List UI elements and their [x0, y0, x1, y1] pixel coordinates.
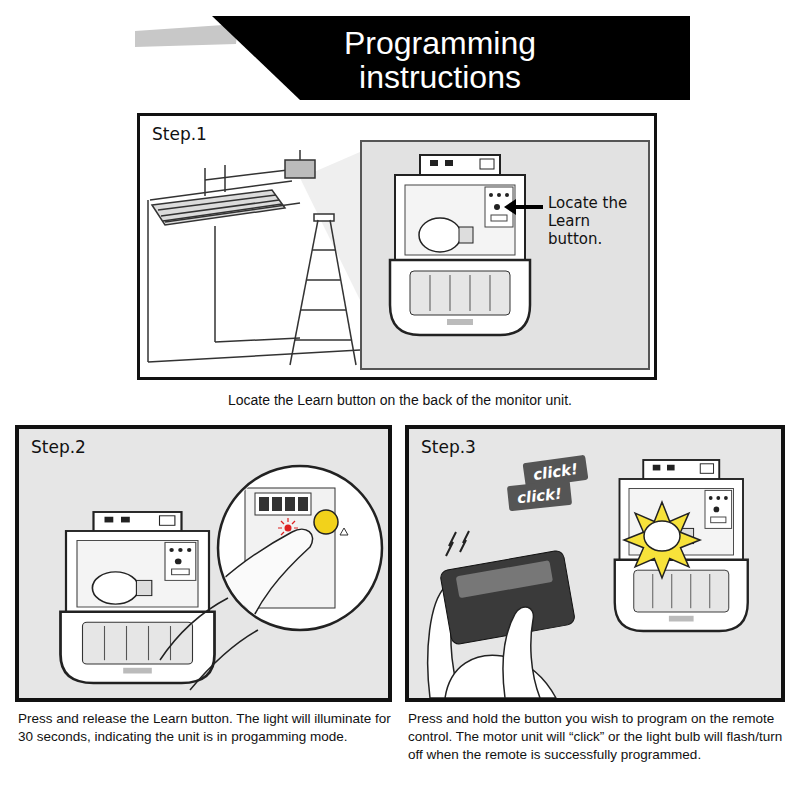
- remote-in-hand: [460, 531, 469, 552]
- step-panel: Step.2: [15, 425, 392, 702]
- zoom-detail: [255, 493, 311, 515]
- garage-scene: [330, 220, 356, 365]
- zoom-detail: [281, 521, 284, 524]
- garage-scene: [148, 150, 360, 365]
- title-text: Programming instructions: [330, 27, 550, 94]
- sound-text: click!: [516, 486, 562, 507]
- opener-unit-step1: [390, 155, 530, 335]
- remote-in-hand: [503, 607, 540, 698]
- opener-unit-step2: [61, 512, 215, 683]
- inset-panel: Locate the Learn button.: [360, 140, 650, 370]
- zoom-detail: [285, 525, 292, 532]
- panel-ground: [360, 140, 650, 370]
- opener-unit-step1: [390, 155, 530, 335]
- remote-in-hand: [446, 531, 469, 556]
- step-panel: Step.1Locate the Learn button.: [137, 113, 657, 380]
- pointer-arrow: [504, 199, 543, 215]
- title-banner: [135, 16, 690, 100]
- remote-in-hand: [428, 531, 576, 698]
- opener-unit-step2: [61, 512, 215, 683]
- opener-unit-step3: [615, 460, 748, 631]
- panel-ground: [405, 425, 785, 702]
- garage-scene: [299, 150, 301, 160]
- zoom-detail: [285, 497, 295, 511]
- zoom-detail: [287, 518, 288, 522]
- garage-scene: [312, 249, 335, 251]
- zoom-detail: [259, 497, 269, 511]
- caption-text: Press and release the Learn button. The …: [18, 710, 396, 746]
- zoom-detail: [294, 527, 298, 528]
- garage-scene: [214, 226, 216, 342]
- garage-scene: [224, 165, 226, 192]
- pointer-arrow: [504, 199, 516, 215]
- zoom-detail: [190, 630, 258, 690]
- garage-scene: [314, 214, 334, 221]
- garage-scene: [205, 170, 288, 180]
- remote-in-hand: [446, 532, 456, 556]
- zoom-detail: [160, 598, 228, 660]
- garage-scene: [295, 339, 352, 341]
- title-banner: [212, 16, 690, 100]
- remote-in-hand: [445, 655, 556, 698]
- zoom-detail: [272, 497, 282, 511]
- zoom-detail: [170, 488, 348, 650]
- zoom-detail: [298, 497, 308, 511]
- caption-text: Press and hold the button you wish to pr…: [408, 710, 788, 765]
- opener-unit-step3: [644, 521, 680, 551]
- opener-unit-step3: [624, 502, 700, 578]
- step-panel: Step.3click!click!: [405, 425, 785, 702]
- garage-scene: [204, 168, 206, 196]
- garage-scene: [215, 338, 300, 342]
- zoom-detail: [160, 466, 382, 690]
- panel-ground: [15, 425, 392, 702]
- opener-unit-step3: [615, 460, 748, 631]
- garage-scene: [290, 220, 318, 365]
- step-heading: Step.3: [421, 437, 769, 457]
- callout-text: Locate the Learn button.: [548, 194, 644, 248]
- garage-scene: [285, 160, 315, 178]
- title-banner: [135, 24, 238, 47]
- step-heading: Step.2: [31, 437, 376, 457]
- title-holder: Programming instructions: [330, 27, 550, 94]
- garage-scene: [163, 204, 282, 221]
- zoom-detail: [314, 510, 338, 534]
- garage-scene: [147, 200, 149, 362]
- click-bubble: click!: [507, 480, 572, 511]
- panel-ground: [15, 140, 785, 702]
- pointer-arrow: [513, 205, 543, 209]
- zoom-detail: [292, 521, 295, 524]
- garage-scene: [165, 203, 300, 222]
- garage-scene: [148, 350, 360, 362]
- zoom-detail: [278, 527, 282, 528]
- garage-scene: [150, 181, 292, 200]
- remote-in-hand: [456, 560, 553, 598]
- garage-scene: [301, 309, 347, 311]
- caption-text: Locate the Learn button on the back of t…: [137, 391, 663, 410]
- zoom-detail: [170, 529, 313, 650]
- zoom-detail: [281, 532, 284, 535]
- garage-scene: [306, 279, 340, 281]
- zoom-detail: [340, 528, 348, 535]
- step-heading: Step.1: [152, 124, 642, 144]
